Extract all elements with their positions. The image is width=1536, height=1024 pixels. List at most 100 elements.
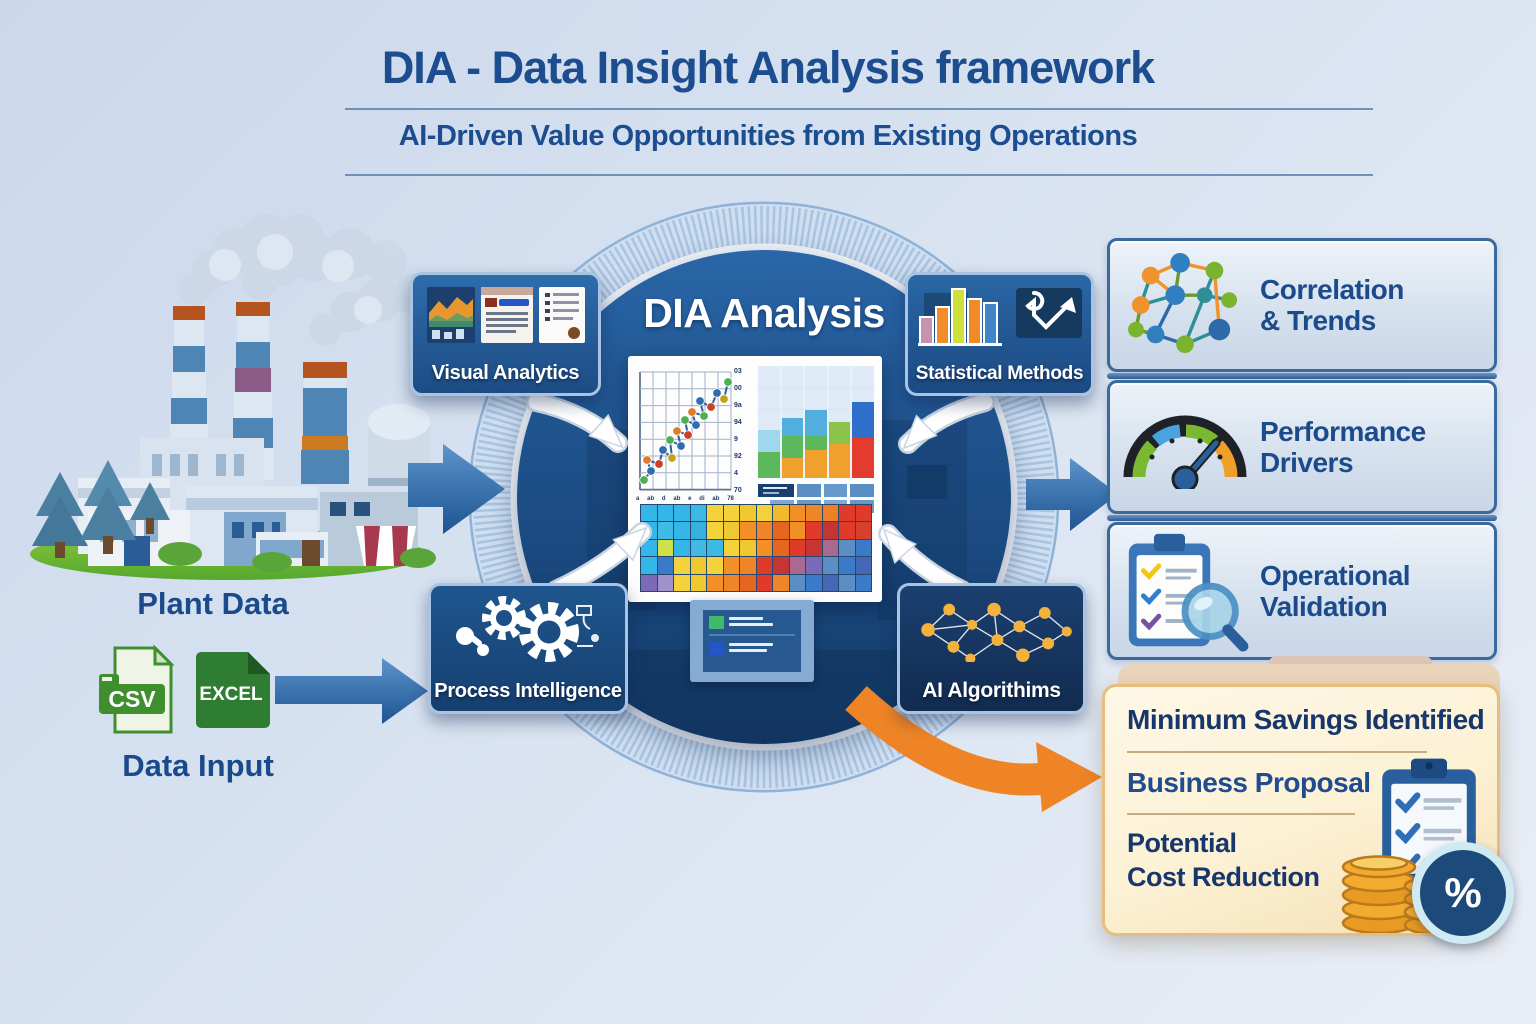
x-tick-label: ab <box>712 496 720 502</box>
heatmap-cell <box>740 557 756 574</box>
scatter-trend-chart <box>639 371 733 491</box>
heatmap-cell <box>707 557 723 574</box>
heatmap-cell <box>740 522 756 539</box>
outcome-card-correlation: Correlation & Trends <box>1107 238 1497 372</box>
stacked-bar <box>852 366 874 478</box>
heatmap-cell <box>855 557 871 574</box>
x-tick-label: d <box>661 496 666 502</box>
outcomes-panel: Correlation & Trends Perfor <box>1107 238 1497 660</box>
outcome-card-validation: Operational Validation <box>1107 522 1497 660</box>
method-box-visual-analytics: Visual Analytics <box>410 272 601 396</box>
heatmap-cell <box>789 539 805 557</box>
heatmap-cell <box>839 574 855 591</box>
svg-text:CSV: CSV <box>108 686 156 712</box>
bar-segment <box>758 452 780 478</box>
scatter-point <box>639 475 649 485</box>
y-tick-label: 92 <box>734 453 742 460</box>
scatter-point <box>706 402 716 412</box>
bar-segment <box>828 444 851 478</box>
storage-tank <box>368 404 430 486</box>
method-box-process-intelligence: Process Intelligence <box>428 583 628 714</box>
stacked-bar <box>828 366 851 478</box>
heatmap-cell <box>723 574 739 591</box>
heatmap-cell <box>822 574 838 591</box>
heatmap-cell <box>773 557 789 574</box>
page-title: DIA - Data Insight Analysis framework <box>381 42 1155 93</box>
heatmap-cell <box>773 522 789 539</box>
heatmap-grid <box>640 504 872 592</box>
heatmap-cell <box>740 505 756 522</box>
process-intelligence-label: Process Intelligence <box>434 680 622 702</box>
y-tick-label: 4 <box>734 470 738 477</box>
scatter-point <box>723 377 733 387</box>
heatmap-cell <box>707 522 723 539</box>
divider-line-top <box>345 108 1373 110</box>
heatmap-cell <box>674 539 690 557</box>
heatmap-cell <box>723 505 739 522</box>
heatmap-cell <box>756 557 772 574</box>
heatmap-cell <box>641 505 657 522</box>
heatmap-cell <box>690 505 706 522</box>
heatmap-cell <box>773 574 789 591</box>
scatter-point <box>695 396 705 406</box>
heatmap-cell <box>789 522 805 539</box>
legend-blue-swatch <box>709 642 724 655</box>
outcome-label: Performance <box>1260 415 1426 447</box>
y-tick-label: 94 <box>734 419 742 426</box>
bar-segment <box>805 436 827 450</box>
heatmap-cell <box>723 557 739 574</box>
bar-segment <box>828 422 851 444</box>
heatmap-cell <box>822 522 838 539</box>
trees <box>32 460 436 572</box>
clipboard-magnifier-icon <box>1128 533 1249 652</box>
y-tick-label: 00 <box>734 385 742 392</box>
outcomes-divider <box>1107 373 1497 379</box>
savings-panel: Minimum Savings Identified Business Prop… <box>1102 684 1500 936</box>
x-tick-label: 78 <box>727 496 734 502</box>
heatmap-cell <box>690 522 706 539</box>
x-tick-label: ab <box>673 496 681 502</box>
heatmap-cell <box>822 505 838 522</box>
heatmap-cell <box>839 522 855 539</box>
arrow-visual-to-hub <box>528 394 626 451</box>
plant-data-label: Plant Data <box>137 586 289 621</box>
heatmap-cell <box>756 522 772 539</box>
scatter-point <box>658 445 668 455</box>
heatmap-cell <box>756 505 772 522</box>
heatmap-cell <box>674 505 690 522</box>
scatter-point <box>699 411 709 421</box>
y-tick-label: 70 <box>734 487 742 494</box>
scatter-point <box>646 466 656 476</box>
stacked-bar <box>781 366 804 478</box>
bar-segment <box>852 438 874 478</box>
heatmap-cell <box>822 539 838 557</box>
heatmap-cell <box>855 505 871 522</box>
heatmap-cell <box>641 574 657 591</box>
ai-algorithms-label: AI Algorithims <box>922 679 1061 702</box>
excel-file-icon: EXCEL <box>196 652 270 728</box>
heatmap-cell <box>674 557 690 574</box>
scatter-point <box>687 407 697 417</box>
monitor-screen <box>703 610 801 672</box>
arrow-process-to-hub <box>548 524 650 598</box>
heatmap-cell <box>707 539 723 557</box>
heatmap-cell <box>756 574 772 591</box>
heatmap-cell <box>690 539 706 557</box>
savings-divider <box>1127 813 1355 815</box>
heatmap-cell <box>740 539 756 557</box>
arrow-datainput-to-process <box>275 658 428 724</box>
heatmap-cell <box>690 574 706 591</box>
csv-file-icon: CSV <box>99 644 175 734</box>
data-input-label: Data Input <box>122 748 274 783</box>
arrow-plant-to-hub <box>408 444 505 534</box>
bar-segment <box>852 402 874 438</box>
outcomes-divider <box>1107 515 1497 521</box>
x-tick-label: di <box>699 496 705 502</box>
heatmap-cell <box>690 557 706 574</box>
scatter-point <box>676 441 686 451</box>
heatmap-cell <box>657 505 673 522</box>
scatter-point <box>665 435 675 445</box>
